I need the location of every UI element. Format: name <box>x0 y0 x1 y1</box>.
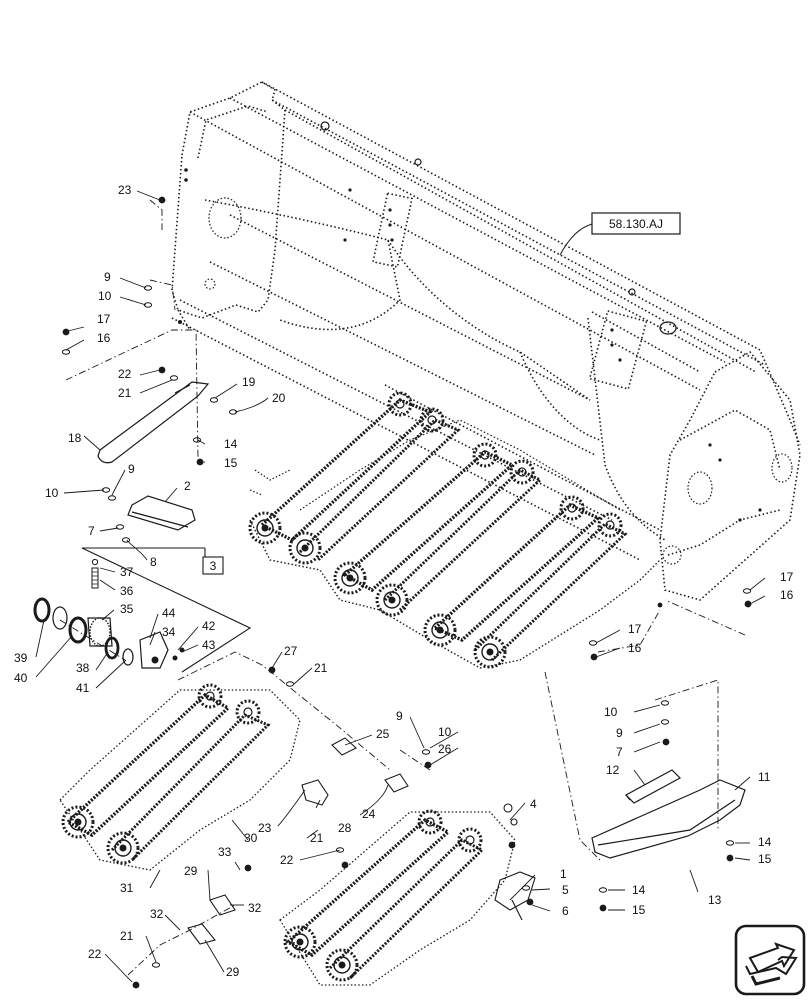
callout-8[interactable]: 8 <box>150 555 157 569</box>
snap-rings-and-bearings <box>33 558 185 669</box>
callout-35[interactable]: 35 <box>120 602 134 616</box>
callout-9[interactable]: 9 <box>104 270 111 284</box>
callout-31[interactable]: 31 <box>120 881 134 895</box>
callout-29[interactable]: 29 <box>226 965 240 979</box>
callout-15[interactable]: 15 <box>224 456 238 470</box>
header-frame <box>171 81 801 601</box>
group-box-3[interactable]: 3 <box>202 556 224 575</box>
callout-20[interactable]: 20 <box>272 391 286 405</box>
callout-7[interactable]: 7 <box>88 524 95 538</box>
callout-15[interactable]: 15 <box>758 852 772 866</box>
header-row-units <box>248 391 661 669</box>
view-direction-arrow-icon[interactable] <box>734 924 806 996</box>
callout-9[interactable]: 9 <box>128 462 135 476</box>
callout-15[interactable]: 15 <box>632 903 646 917</box>
callout-23[interactable]: 23 <box>118 183 132 197</box>
callout-25[interactable]: 25 <box>376 727 390 741</box>
callout-10[interactable]: 10 <box>438 725 452 739</box>
callout-42[interactable]: 42 <box>202 619 216 633</box>
shield-2 <box>127 495 196 531</box>
callout-23[interactable]: 23 <box>258 821 272 835</box>
callout-24[interactable]: 24 <box>362 807 376 821</box>
callout-14[interactable]: 14 <box>758 835 772 849</box>
callout-28[interactable]: 28 <box>338 821 352 835</box>
callout-5[interactable]: 5 <box>562 883 569 897</box>
callout-4[interactable]: 4 <box>530 797 537 811</box>
callout-22[interactable]: 22 <box>88 947 102 961</box>
callout-17[interactable]: 17 <box>628 622 642 636</box>
plate-12 <box>625 769 681 804</box>
reference-label[interactable]: 58.130.AJ <box>559 212 681 256</box>
callout-17[interactable]: 17 <box>780 570 794 584</box>
callout-38[interactable]: 38 <box>76 661 90 675</box>
lower-right-row-unit <box>279 803 518 986</box>
lower-left-row-unit <box>59 683 301 871</box>
callout-17[interactable]: 17 <box>97 312 111 326</box>
callout-10[interactable]: 10 <box>45 486 59 500</box>
callout-13[interactable]: 13 <box>708 893 722 907</box>
callout-41[interactable]: 41 <box>76 681 90 695</box>
callout-22[interactable]: 22 <box>280 853 294 867</box>
bracket-18 <box>97 381 210 464</box>
callout-14[interactable]: 14 <box>632 883 646 897</box>
header-rivets <box>178 168 762 608</box>
group-box-3-text: 3 <box>210 559 217 573</box>
callout-43[interactable]: 43 <box>202 638 216 652</box>
callout-36[interactable]: 36 <box>120 584 134 598</box>
callout-21[interactable]: 21 <box>120 929 134 943</box>
callout-9[interactable]: 9 <box>396 709 403 723</box>
callout-21[interactable]: 21 <box>118 386 132 400</box>
callout-10[interactable]: 10 <box>604 705 618 719</box>
callout-21[interactable]: 21 <box>310 831 324 845</box>
middle-brackets <box>187 737 536 945</box>
callout-27[interactable]: 27 <box>284 644 298 658</box>
callout-30[interactable]: 30 <box>244 831 258 845</box>
callout-39[interactable]: 39 <box>14 651 28 665</box>
header-details <box>204 121 793 565</box>
callout-40[interactable]: 40 <box>14 671 28 685</box>
callout-14[interactable]: 14 <box>224 437 238 451</box>
callout-18[interactable]: 18 <box>68 431 82 445</box>
callout-22[interactable]: 22 <box>118 367 132 381</box>
callout-6[interactable]: 6 <box>562 904 569 918</box>
callout-44[interactable]: 44 <box>162 606 176 620</box>
left-hardware <box>61 196 432 989</box>
callout-16[interactable]: 16 <box>628 641 642 655</box>
callout-16[interactable]: 16 <box>780 588 794 602</box>
callout-21[interactable]: 21 <box>314 661 328 675</box>
callout-32[interactable]: 32 <box>150 907 164 921</box>
callout-9[interactable]: 9 <box>616 726 623 740</box>
callout-11[interactable]: 11 <box>758 770 771 784</box>
shield-11 <box>591 779 746 859</box>
callout-32[interactable]: 32 <box>248 901 262 915</box>
callout-16[interactable]: 16 <box>97 331 111 345</box>
callout-33[interactable]: 33 <box>218 845 232 859</box>
callout-leaders <box>35 190 766 983</box>
callout-37[interactable]: 37 <box>120 565 134 579</box>
callout-1[interactable]: 1 <box>560 867 567 881</box>
callout-34[interactable]: 34 <box>162 625 176 639</box>
callout-12[interactable]: 12 <box>606 763 620 777</box>
callout-29[interactable]: 29 <box>184 864 198 878</box>
right-hardware <box>508 588 752 912</box>
callout-7[interactable]: 7 <box>616 745 623 759</box>
callout-2[interactable]: 2 <box>184 479 191 493</box>
callout-labels: 23 9 10 17 16 22 21 19 20 18 14 15 9 10 … <box>14 183 794 979</box>
callout-26[interactable]: 26 <box>438 742 452 756</box>
callout-19[interactable]: 19 <box>242 375 256 389</box>
reference-label-text: 58.130.AJ <box>609 217 663 231</box>
callout-10[interactable]: 10 <box>98 289 112 303</box>
assembly-paths <box>59 199 746 976</box>
